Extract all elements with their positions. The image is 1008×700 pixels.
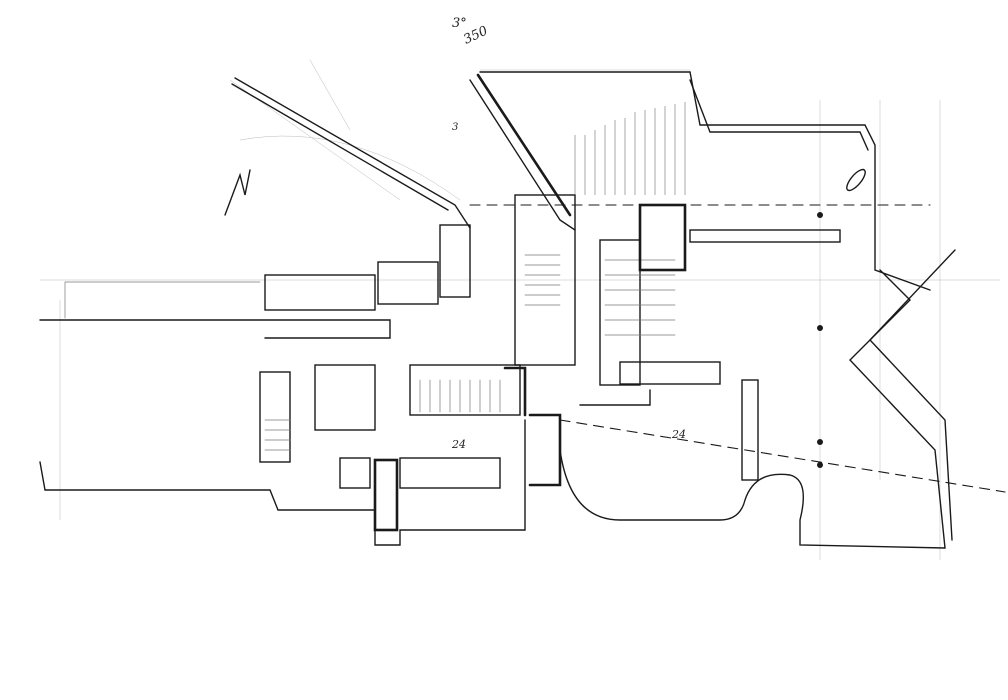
handwritten-notes: 3° 350 3 24 24 xyxy=(224,16,686,451)
column-markers xyxy=(817,168,866,468)
dimension-lower: 24 xyxy=(451,438,466,451)
construction-lines xyxy=(39,59,1001,561)
angle-note-a: 3° xyxy=(452,16,467,31)
dimension-right: 24 xyxy=(671,428,686,441)
main-walls xyxy=(39,194,956,549)
north-scribble xyxy=(224,169,251,216)
sloped-walls xyxy=(231,71,931,291)
small-mark: 3 xyxy=(452,122,458,133)
hatching xyxy=(574,102,686,195)
dashed-sight-lines xyxy=(469,204,1006,493)
